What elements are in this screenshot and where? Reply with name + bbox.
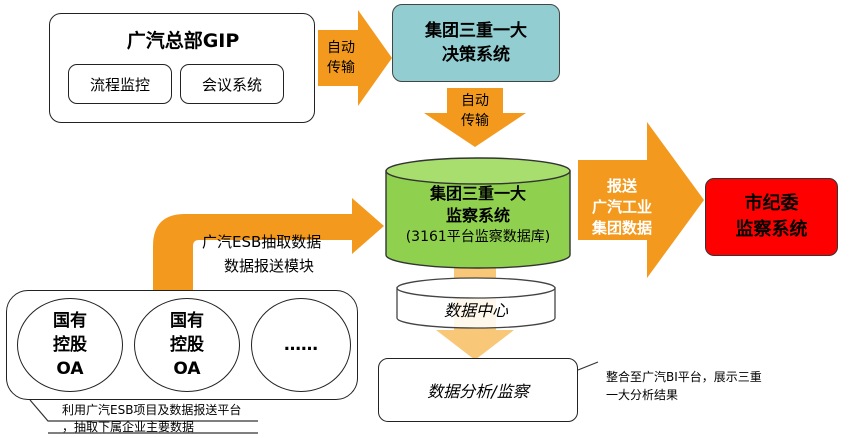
oa-node-more: …… xyxy=(251,298,351,392)
gip-item-meeting-system: 会议系统 xyxy=(180,64,284,104)
oa-node-2: 国有 控股 OA xyxy=(134,298,240,392)
arrow-esb xyxy=(153,198,384,290)
supervision-cylinder xyxy=(385,157,571,269)
arrow-report xyxy=(578,122,704,278)
callout-line-left xyxy=(29,399,258,422)
arrow-auto-transfer-1-label: 自动 传输 xyxy=(327,40,355,76)
gip-panel: 广汽总部GIP 流程监控 会议系统 xyxy=(49,13,315,123)
oa-node-1: 国有 控股 OA xyxy=(17,298,123,392)
decision-system-box: 集团三重一大 决策系统 xyxy=(392,4,560,82)
analysis-box: 数据分析/监察 xyxy=(378,358,578,422)
arrow-auto-transfer-2-label: 自动 传输 xyxy=(461,93,489,129)
arrow-report-label: 报送 广汽工业 集团数据 xyxy=(591,177,652,237)
gip-item-process-monitor: 流程监控 xyxy=(68,64,172,104)
arrow-auto-transfer-1 xyxy=(318,10,392,106)
callout-line-right xyxy=(577,361,599,371)
note-right: 整合至广汽BI平台，展示三重 一大分析结果 xyxy=(606,370,762,402)
gip-title: 广汽总部GIP xyxy=(126,29,240,52)
data-center-cylinder xyxy=(396,277,556,329)
supervision-db-label: 集团三重一大 监察系统 (3161平台监察数据库) xyxy=(405,184,551,245)
arrow-auto-transfer-2 xyxy=(424,88,526,147)
city-commission-box: 市纪委 监察系统 xyxy=(705,178,838,256)
data-center-label: 数据中心 xyxy=(443,301,508,320)
arrow-esb-label: 广汽ESB抽取数据 数据报送模块 xyxy=(202,233,322,275)
note-left: 利用广汽ESB项目及数据报送平台 ，抽取下属企业主要数据 xyxy=(62,403,242,434)
